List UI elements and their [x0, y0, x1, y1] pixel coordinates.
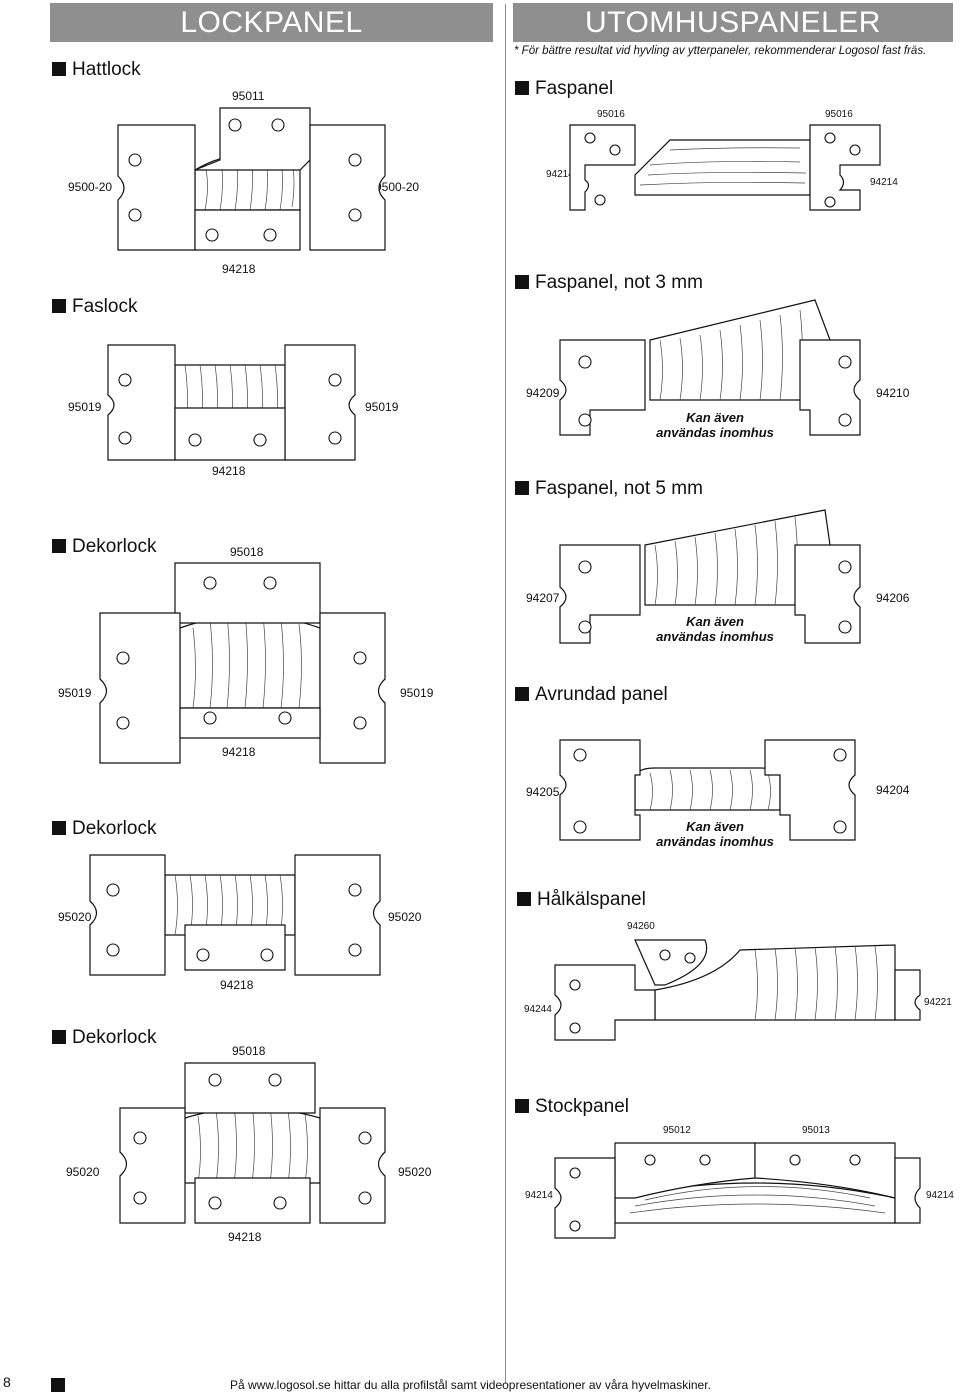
faspanel-profile-diagram [569, 124, 881, 211]
bullet-square-icon [515, 275, 529, 289]
halkalspanel-profile-diagram [554, 939, 921, 1041]
section-hattlock: Hattlock [52, 59, 141, 81]
code-dekorlock3-right: 95020 [398, 1165, 432, 1179]
code-halkals-top: 94260 [627, 921, 655, 932]
code-stock-top-right: 95013 [802, 1125, 830, 1136]
bullet-square-icon [52, 299, 66, 313]
code-dekorlock1-top: 95018 [230, 545, 264, 559]
dekorlock3-profile-diagram [119, 1062, 386, 1224]
lockpanel-header: LOCKPANEL [50, 3, 493, 42]
dekorlock1-profile-diagram [99, 562, 386, 764]
code-dekorlock1-left: 95019 [58, 686, 92, 700]
section-halkalspanel: Hålkälspanel [517, 889, 646, 911]
section-dekorlock-2: Dekorlock [52, 818, 156, 840]
router-note: * För bättre resultat vid hyvling av ytt… [514, 45, 927, 57]
section-faspanel-5mm: Faspanel, not 5 mm [515, 478, 703, 500]
page-number: 8 [3, 1374, 11, 1390]
avrundad-panel-profile-diagram [559, 739, 856, 841]
code-faspanel3-right: 94210 [876, 386, 910, 400]
bullet-square-icon [515, 481, 529, 495]
code-faspanel-left: 94214 [546, 169, 574, 180]
section-dekorlock-1: Dekorlock [52, 536, 156, 558]
code-faslock-left: 95019 [68, 400, 102, 414]
code-hattlock-top: 95011 [232, 89, 265, 103]
code-faspanel-top-left: 95016 [597, 109, 625, 120]
section-dekorlock-3: Dekorlock [52, 1027, 156, 1049]
code-dekorlock1-bottom: 94218 [222, 745, 256, 759]
code-dekorlock3-top: 95018 [232, 1044, 266, 1058]
code-stock-top-left: 95012 [663, 1125, 691, 1136]
bullet-square-icon [515, 687, 529, 701]
bullet-square-icon [515, 81, 529, 95]
code-faspanel-top-right: 95016 [825, 109, 853, 120]
code-faspanel5-right: 94206 [876, 591, 910, 605]
code-faslock-bottom: 94218 [212, 464, 246, 478]
utomhuspaneler-header: UTOMHUSPANELER [513, 3, 953, 42]
code-faspanel3-left: 94209 [526, 386, 560, 400]
section-faslock: Faslock [52, 296, 137, 318]
code-halkals-right: 94221 [924, 997, 952, 1008]
bullet-square-icon [52, 539, 66, 553]
bullet-square-icon [52, 1030, 66, 1044]
bullet-square-icon [52, 62, 66, 76]
section-avrundad-panel: Avrundad panel [515, 684, 668, 706]
bullet-square-icon [517, 892, 531, 906]
footer-square-icon [51, 1378, 65, 1392]
code-faslock-right: 95019 [365, 400, 399, 414]
section-faspanel-3mm: Faspanel, not 3 mm [515, 272, 703, 294]
section-stockpanel: Stockpanel [515, 1096, 629, 1118]
code-dekorlock2-bottom: 94218 [220, 978, 254, 992]
code-dekorlock3-bottom: 94218 [228, 1230, 262, 1244]
code-faspanel5-left: 94207 [526, 591, 560, 605]
faspanel-5mm-profile-diagram [559, 509, 861, 644]
code-faspanel-right: 94214 [870, 177, 898, 188]
faspanel-3mm-profile-diagram [559, 299, 861, 436]
stockpanel-profile-diagram [554, 1142, 921, 1239]
dekorlock2-profile-diagram [89, 854, 381, 976]
code-stock-left: 94214 [525, 1190, 553, 1201]
code-hattlock-bottom: 94218 [222, 262, 256, 276]
code-dekorlock2-right: 95020 [388, 910, 422, 924]
bullet-square-icon [52, 821, 66, 835]
code-halkals-left: 94244 [524, 1004, 552, 1015]
footer-text: På www.logosol.se hittar du alla profils… [230, 1378, 711, 1392]
code-hattlock-right: 9500-20 [375, 180, 420, 194]
faslock-profile-diagram [107, 344, 356, 461]
code-stock-right: 94214 [926, 1190, 954, 1201]
hattlock-profile-diagram [117, 107, 386, 251]
code-hattlock-left: 9500-20 [68, 180, 113, 194]
code-avrundad-left: 94205 [526, 785, 560, 799]
code-dekorlock3-left: 95020 [66, 1165, 100, 1179]
code-dekorlock2-left: 95020 [58, 910, 92, 924]
section-faspanel: Faspanel [515, 78, 613, 100]
code-dekorlock1-right: 95019 [400, 686, 434, 700]
code-avrundad-right: 94204 [876, 783, 910, 797]
bullet-square-icon [515, 1099, 529, 1113]
column-divider [505, 4, 506, 1384]
